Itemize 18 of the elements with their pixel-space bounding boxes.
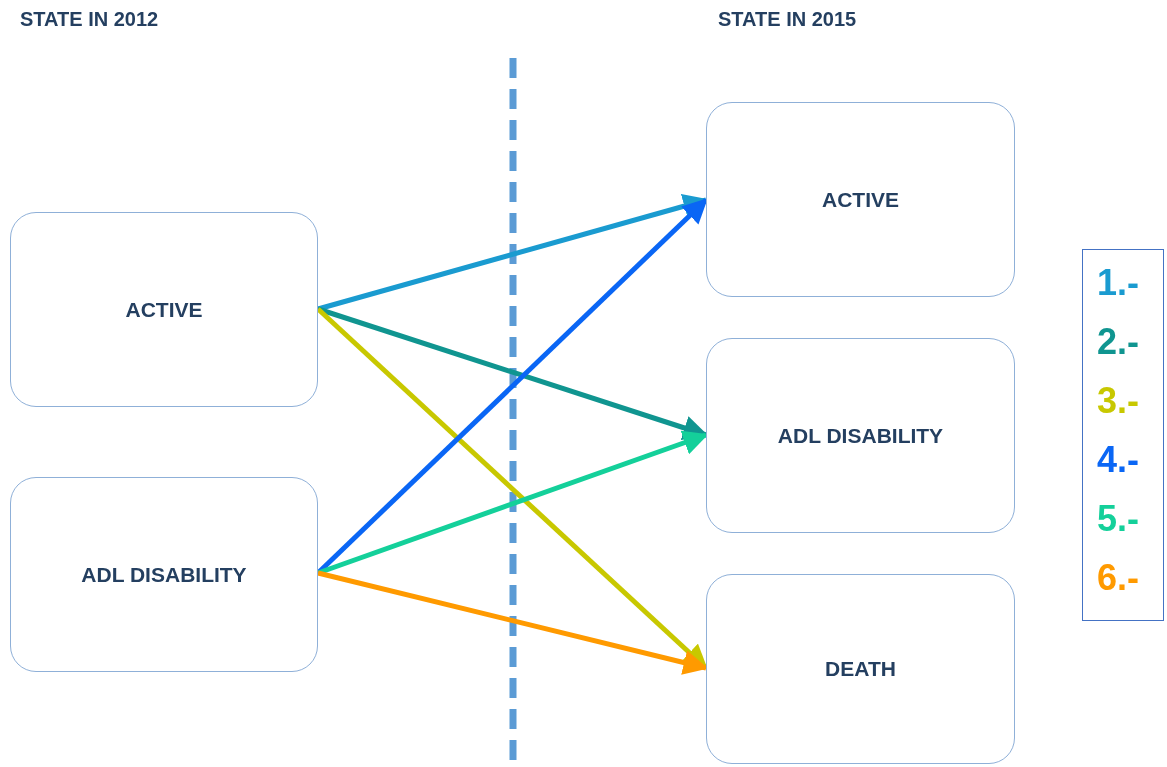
state-box [706, 338, 1015, 533]
legend-entry: 3.- [1097, 380, 1139, 422]
legend-entry: 6.- [1097, 557, 1139, 599]
legend-entry: 4.- [1097, 439, 1139, 481]
legend-entry: 1.- [1097, 262, 1139, 304]
legend-entry: 5.- [1097, 498, 1139, 540]
state-label: ADL DISABILITY [777, 423, 944, 448]
state-label: ADL DISABILITY [81, 562, 247, 587]
column-heading: STATE IN 2012 [20, 8, 159, 31]
state-label: DEATH [825, 657, 896, 681]
state-box [706, 102, 1015, 297]
state-label: ACTIVE [125, 297, 203, 322]
legend-entry: 2.- [1097, 321, 1139, 363]
column-heading: STATE IN 2015 [718, 8, 857, 31]
state-box [706, 574, 1015, 764]
state-box [10, 477, 318, 672]
state-label: ACTIVE [822, 187, 899, 212]
state-box [10, 212, 318, 407]
